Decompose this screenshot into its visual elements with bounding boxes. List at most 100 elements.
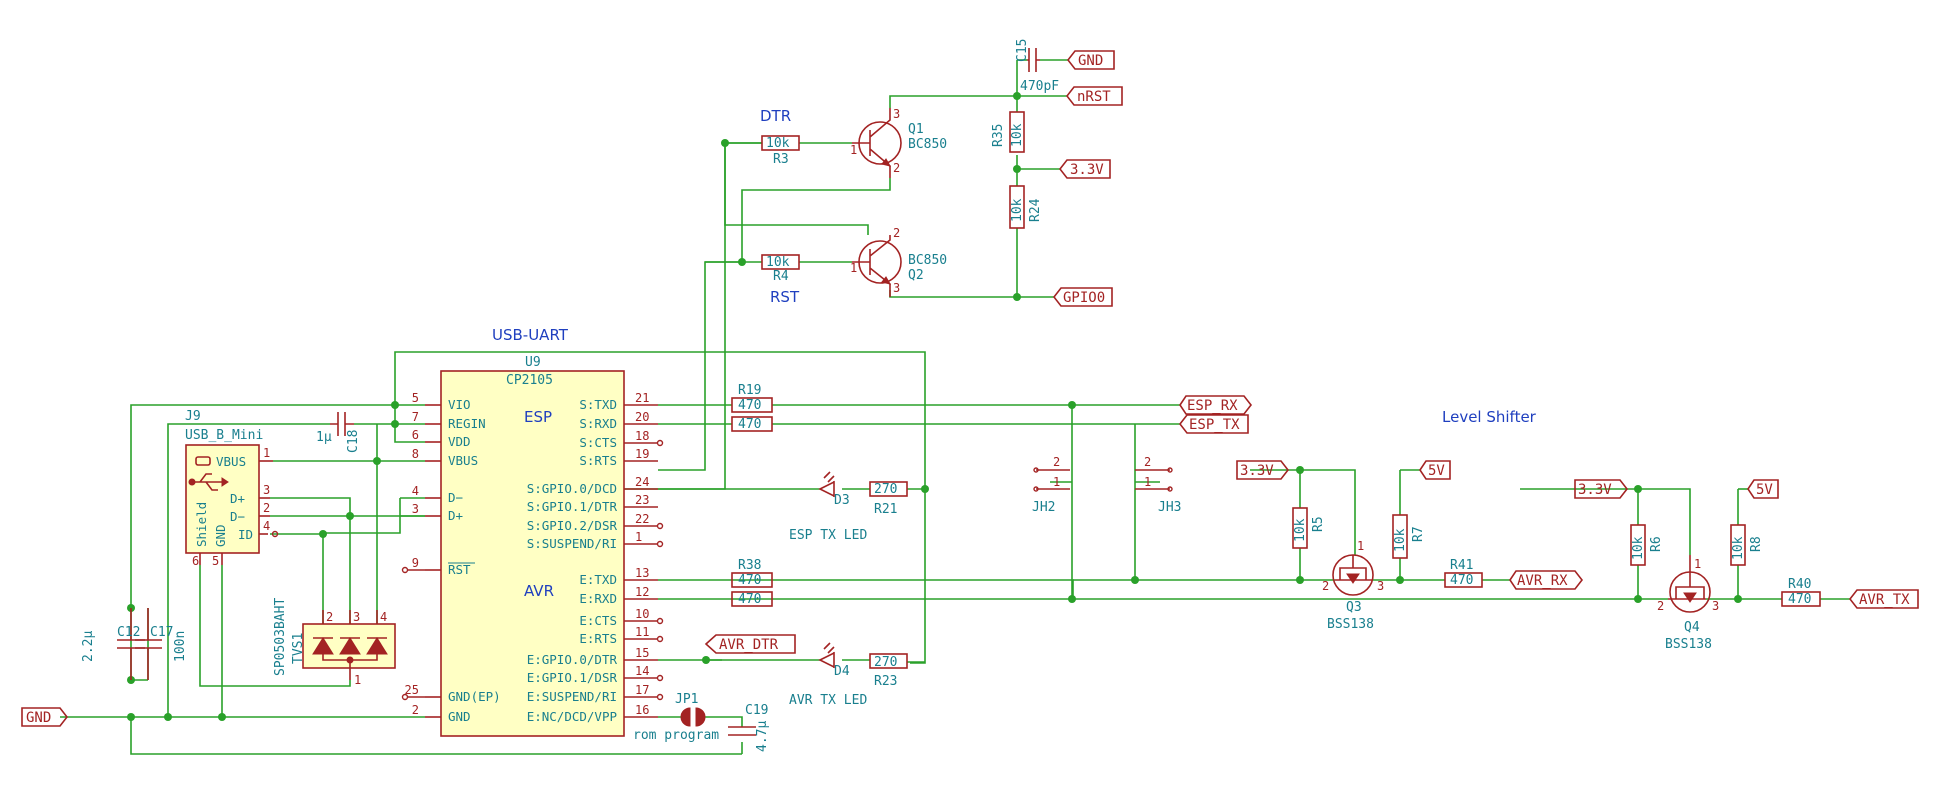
- svg-text:C15: C15: [1015, 39, 1030, 62]
- svg-text:4.7µ: 4.7µ: [755, 721, 770, 752]
- resistor-r40: R40 470: [1781, 577, 1821, 607]
- u9-pin-number: 9: [412, 556, 419, 570]
- svg-text:R41: R41: [1450, 558, 1473, 573]
- svg-text:470: 470: [1450, 573, 1473, 588]
- svg-text:1: 1: [850, 143, 857, 157]
- svg-text:2: 2: [1053, 455, 1060, 469]
- label-esp-rx: ESP_RX: [1179, 395, 1253, 415]
- svg-text:BC850: BC850: [908, 253, 947, 268]
- jumper-jp1: JP1 rom program: [633, 692, 719, 743]
- svg-text:10k: 10k: [1010, 123, 1025, 147]
- svg-text:3: 3: [1712, 599, 1719, 613]
- junctions: [127, 92, 1742, 721]
- led-d3: D3 ESP TX LED: [789, 471, 867, 543]
- svg-text:3.3V: 3.3V: [1578, 482, 1612, 498]
- resistor-r19-r20: R19 470 470: [731, 383, 773, 432]
- label-3v3-top: 3.3V: [1058, 159, 1111, 179]
- svg-text:CP2105: CP2105: [506, 373, 553, 388]
- u9-pin-number: 20: [635, 410, 649, 424]
- svg-text:R23: R23: [874, 674, 897, 689]
- svg-text:BSS138: BSS138: [1327, 617, 1374, 632]
- svg-text:C18: C18: [346, 430, 361, 453]
- global-labels: GND nRST 3.3V GPIO0 ESP_RX ESP_TX 3.3V 5…: [21, 50, 1919, 727]
- svg-text:470: 470: [738, 573, 761, 588]
- svg-text:rom program: rom program: [633, 728, 719, 743]
- resistor-r7: 10k R7: [1392, 514, 1426, 559]
- svg-text:R6: R6: [1649, 536, 1664, 552]
- svg-text:2: 2: [1144, 455, 1151, 469]
- svg-text:1: 1: [1357, 539, 1364, 553]
- svg-text:2: 2: [1322, 579, 1329, 593]
- u9-pin-number: 18: [635, 429, 649, 443]
- usb-icon: [188, 456, 229, 491]
- svg-text:3: 3: [1377, 579, 1384, 593]
- u9-pin-name: D+: [448, 508, 463, 523]
- note-level-shifter: Level Shifter: [1442, 408, 1537, 426]
- transistor-q2: 1 2 3 BC850 Q2: [850, 226, 947, 297]
- svg-text:1: 1: [354, 673, 361, 687]
- u9-pin-number: 15: [635, 646, 649, 660]
- u9-pin-name: E:CTS: [579, 613, 617, 628]
- svg-text:ESP TX LED: ESP TX LED: [789, 528, 867, 543]
- u9-pin-name: S:TXD: [579, 397, 617, 412]
- u9-pin-name: GND(EP): [448, 689, 501, 704]
- u9-pin-number: 23: [635, 493, 649, 507]
- u9-pin-number: 21: [635, 391, 649, 405]
- u9-pin-name: E:GPIO.0/DTR: [527, 652, 618, 667]
- u9-pin-name: S:GPIO.1/DTR: [527, 499, 618, 514]
- resistor-r41: R41 470: [1444, 558, 1483, 588]
- svg-text:470: 470: [1788, 592, 1811, 607]
- svg-text:AVR_RX: AVR_RX: [1517, 573, 1568, 589]
- svg-text:1: 1: [1053, 475, 1060, 489]
- svg-text:6: 6: [192, 554, 199, 568]
- note-rst: RST: [770, 288, 800, 306]
- svg-text:5V: 5V: [1756, 482, 1773, 498]
- notes: USB-UART DTR RST Level Shifter: [492, 107, 1537, 426]
- svg-text:470pF: 470pF: [1020, 79, 1059, 94]
- u9-pin-number: 24: [635, 475, 649, 489]
- svg-text:10k: 10k: [1393, 528, 1408, 552]
- jumper-jh2: 2 1 JH2: [1032, 455, 1070, 515]
- label-gnd-left: GND: [21, 707, 69, 727]
- svg-text:3: 3: [893, 281, 900, 295]
- u9-pin-number: 1: [635, 530, 642, 544]
- svg-text:R8: R8: [1749, 536, 1764, 552]
- u9-pin-number: 6: [412, 428, 419, 442]
- svg-text:D4: D4: [834, 664, 850, 679]
- svg-text:3: 3: [353, 610, 360, 624]
- svg-text:Q3: Q3: [1346, 600, 1362, 615]
- svg-text:2: 2: [1657, 599, 1664, 613]
- svg-text:R21: R21: [874, 502, 897, 517]
- resistor-r6: 10k R6: [1630, 524, 1664, 566]
- label-gpio0: GPIO0: [1052, 287, 1113, 307]
- svg-text:4: 4: [263, 519, 270, 533]
- mosfet-q4: 1 2 3 Q4 BSS138: [1657, 555, 1719, 652]
- tvs1-diode-array: 2 3 4 1 TVS1 SP0503BAHT: [273, 598, 396, 687]
- svg-text:R24: R24: [1028, 198, 1043, 222]
- u9-pin-number: 8: [412, 447, 419, 461]
- svg-text:R38: R38: [738, 558, 761, 573]
- svg-text:10k: 10k: [766, 136, 790, 151]
- svg-text:ESP_RX: ESP_RX: [1187, 398, 1238, 414]
- jumper-jh3: 2 1 JH3: [1135, 455, 1181, 515]
- u9-pin-name: D−: [448, 490, 463, 505]
- u9-pin-name: E:GPIO.1/DSR: [527, 670, 618, 685]
- u9-pin-name: E:NC/DCD/VPP: [527, 709, 617, 724]
- svg-text:GND: GND: [213, 524, 228, 547]
- u9-pin-name: E:TXD: [579, 572, 617, 587]
- svg-text:10k: 10k: [1010, 198, 1025, 222]
- svg-text:JH2: JH2: [1032, 500, 1055, 515]
- svg-text:D−: D−: [230, 509, 245, 524]
- resistor-r8: 10k R8: [1730, 524, 1764, 566]
- label-avr-dtr: AVR_DTR: [704, 634, 796, 654]
- svg-text:R4: R4: [773, 269, 789, 284]
- resistor-r21: 270 R21: [869, 481, 908, 517]
- capacitor-c19: C19 4.7µ: [728, 703, 770, 752]
- svg-text:R7: R7: [1411, 526, 1426, 542]
- svg-text:10k: 10k: [766, 255, 790, 270]
- svg-text:C12: C12: [117, 625, 140, 640]
- resistor-r5: 10k R5: [1292, 507, 1326, 549]
- capacitor-c12: C12 2.2µ: [81, 608, 145, 680]
- label-nrst: nRST: [1065, 86, 1123, 106]
